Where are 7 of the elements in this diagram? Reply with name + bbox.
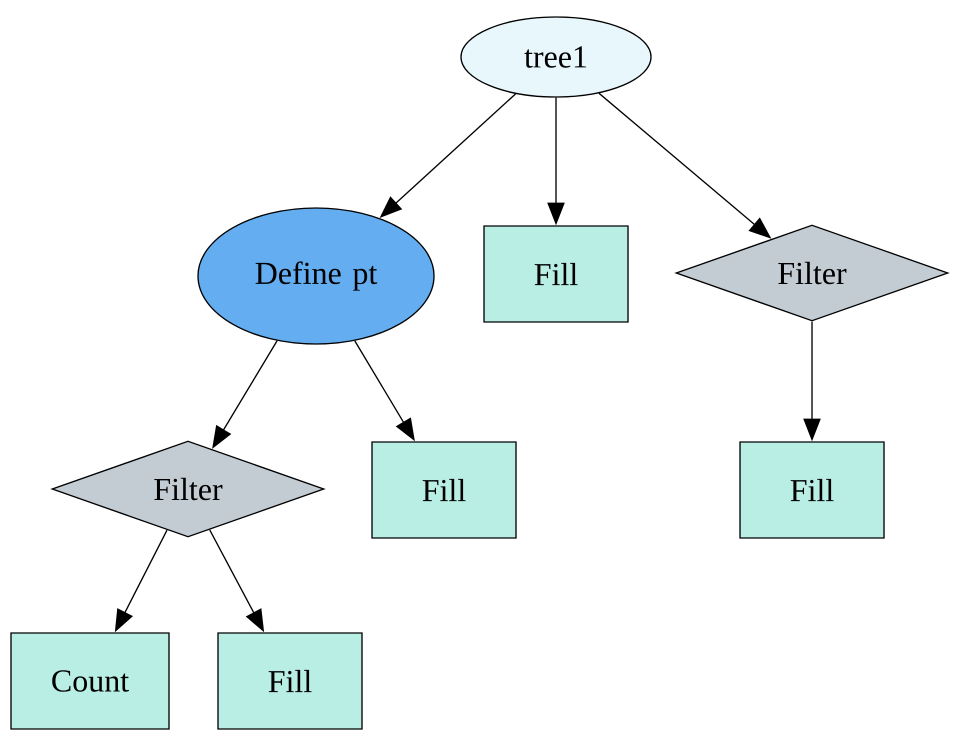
process-box: Fill xyxy=(217,632,363,730)
process-box: Fill xyxy=(739,441,885,539)
process-box: Fill xyxy=(371,441,517,539)
process-box: Count xyxy=(10,632,170,730)
ellipse-node: tree1 xyxy=(460,16,652,98)
process-box: Fill xyxy=(483,225,629,323)
ellipse-node: Define pt xyxy=(197,207,435,345)
